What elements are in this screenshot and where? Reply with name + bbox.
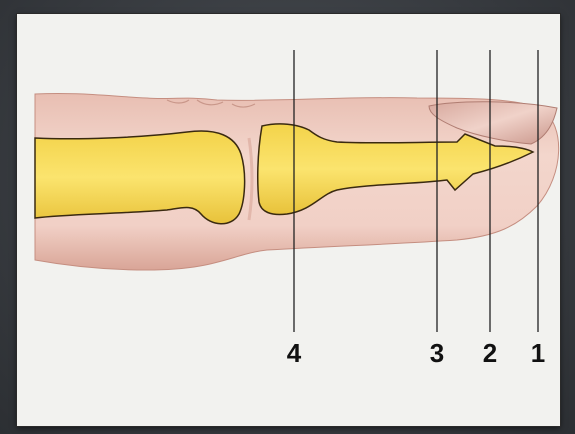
diagram-panel: 4 3 2 1 (17, 14, 560, 426)
proximal-phalanx-bone (35, 131, 245, 224)
label-4: 4 (287, 340, 301, 366)
label-2: 2 (483, 340, 497, 366)
label-3: 3 (430, 340, 444, 366)
label-1: 1 (531, 340, 545, 366)
